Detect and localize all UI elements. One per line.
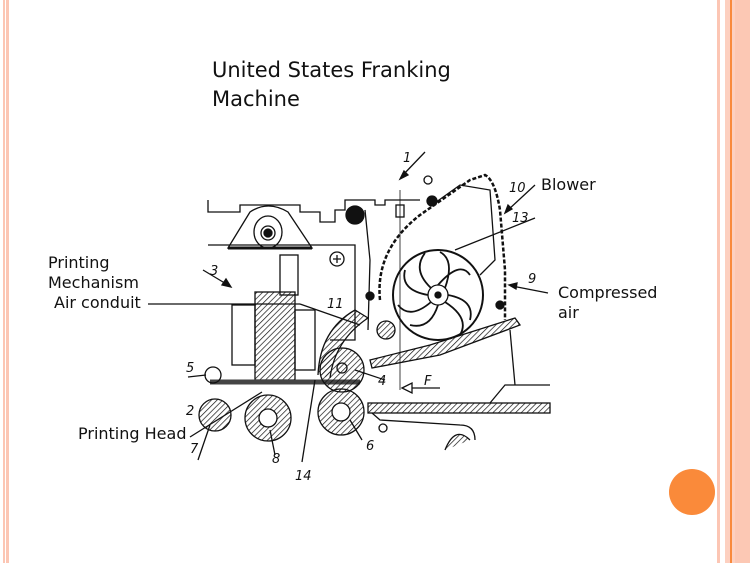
label-printing-mechanism-line1: Printing [48, 253, 110, 272]
label-compressed-air-line2: air [558, 303, 579, 322]
right-border-band [735, 0, 750, 563]
right-border-stripe [717, 0, 720, 563]
label-printing-head: Printing Head [78, 424, 187, 443]
printing-mechanism-block [254, 291, 296, 381]
label-printing-mechanism: Printing Mechanism [48, 253, 139, 293]
part-number-4: 4 [378, 374, 386, 389]
part-number-1: 1 [403, 151, 411, 166]
part-number-10: 10 [509, 181, 526, 196]
part-number-13: 13 [512, 211, 529, 226]
part-number-5: 5 [186, 361, 194, 376]
part-letter-f: F [424, 374, 432, 389]
arrow-9 [511, 285, 549, 294]
left-border-stripe [3, 0, 5, 563]
label-compressed-air: Compressed air [558, 283, 657, 323]
part-number-2: 2 [186, 404, 194, 419]
part-number-3: 3 [210, 264, 218, 279]
label-compressed-air-line1: Compressed [558, 283, 658, 302]
part-number-9: 9 [528, 272, 536, 287]
part-number-14: 14 [295, 469, 312, 484]
printing-head-leader [189, 391, 263, 438]
arrow-10 [507, 184, 536, 211]
part-number-6: 6 [366, 439, 374, 454]
frame-hole [345, 205, 365, 225]
arrow-5 [187, 374, 207, 378]
part-number-11: 11 [327, 297, 344, 312]
slide-title-line2: Machine [212, 87, 300, 111]
frame-outline [207, 199, 420, 223]
label-blower: Blower [541, 175, 596, 194]
pivot-bracket [226, 205, 314, 249]
label-air-conduit: Air conduit [54, 293, 141, 312]
roller-4 [319, 347, 365, 393]
blower-impeller [392, 249, 484, 341]
slide-title-line1: United States Franking [212, 58, 451, 82]
right-border-accent-line [730, 0, 732, 563]
orange-circle-decoration [669, 469, 715, 515]
blower-housing [378, 173, 507, 320]
part-number-7: 7 [190, 442, 199, 457]
roller-7 [198, 398, 232, 432]
slide-title: United States Franking Machine [212, 56, 451, 114]
label-printing-mechanism-line2: Mechanism [48, 273, 139, 292]
feed-plate [367, 402, 551, 414]
part-number-8: 8 [272, 452, 280, 467]
left-border-stripe [6, 0, 9, 563]
